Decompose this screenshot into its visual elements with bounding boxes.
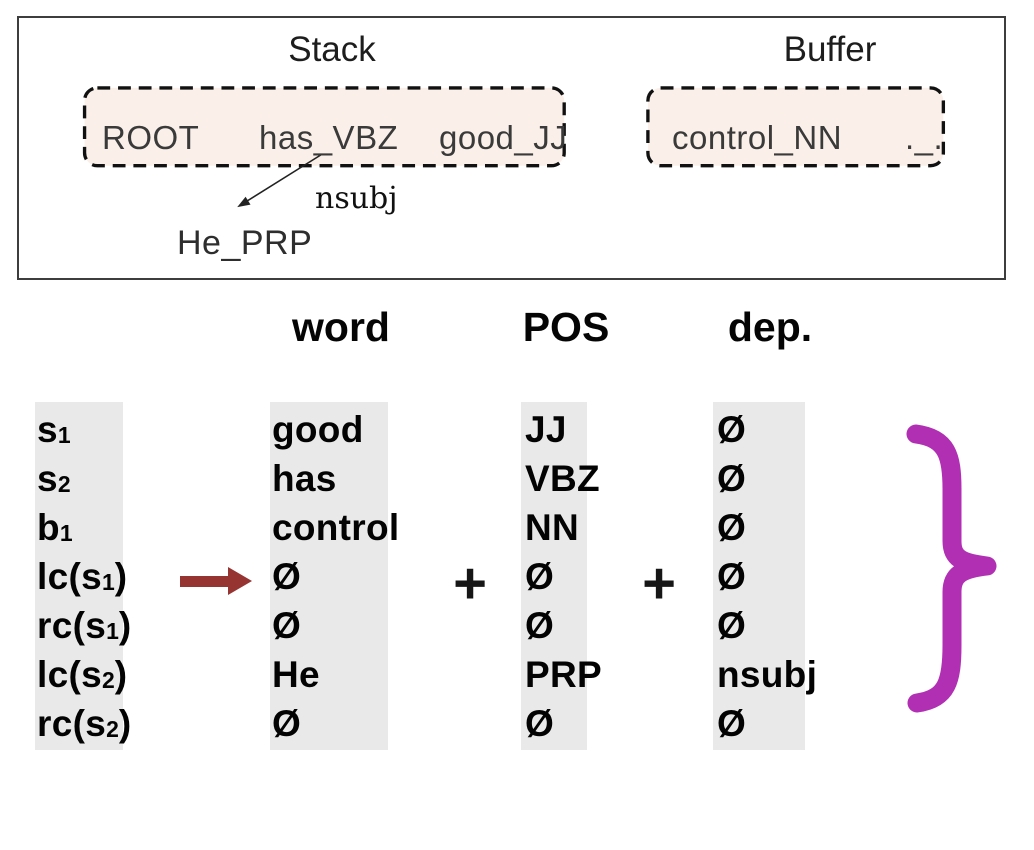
- column-header-pos: POS: [522, 304, 610, 350]
- pos-cell: VBZ: [525, 458, 600, 499]
- pos-cell: PRP: [525, 654, 602, 695]
- dep-cell: Ø: [717, 507, 747, 548]
- word-column-bg: [270, 402, 388, 750]
- row-label: b1: [37, 507, 73, 548]
- stack-token-root: ROOT: [102, 119, 200, 156]
- dependent-token-he: He_PRP: [177, 224, 313, 262]
- column-header-word: word: [292, 304, 390, 350]
- arc-label-nsubj: nsubj: [315, 181, 398, 216]
- parser-state-figure: Stack Buffer ROOT has_VBZ good_JJ contro…: [17, 16, 1006, 280]
- word-cell: good: [272, 409, 364, 450]
- word-cell: Ø: [272, 605, 302, 646]
- word-cell: has: [272, 458, 337, 499]
- row-label: rc(s2): [37, 703, 132, 744]
- row-label: s1: [37, 409, 71, 450]
- pos-cell: NN: [525, 507, 580, 548]
- table-row: lc(s2) He PRP nsubj: [0, 651, 1034, 699]
- buffer-label: Buffer: [783, 30, 877, 69]
- row-label: rc(s1): [37, 605, 132, 646]
- buffer-box: [646, 86, 946, 168]
- stack-box: [82, 86, 566, 168]
- table-row: lc(s1) Ø Ø Ø: [0, 553, 1034, 601]
- dep-column-bg: [713, 402, 805, 750]
- table-row: b1 control NN Ø: [0, 504, 1034, 552]
- nsubj-arc-line: [241, 154, 322, 205]
- pos-cell: Ø: [525, 556, 555, 597]
- figure-shapes: [82, 86, 946, 208]
- dep-cell: nsubj: [717, 654, 818, 695]
- dep-cell: Ø: [717, 409, 747, 450]
- word-cell: Ø: [272, 703, 302, 744]
- table-row: s2 has VBZ Ø: [0, 455, 1034, 503]
- dep-cell: Ø: [717, 605, 747, 646]
- buffer-token-control: control_NN: [672, 119, 843, 156]
- plus-sign: +: [642, 551, 676, 616]
- buffer-token-period: ._.: [905, 119, 944, 156]
- pos-column-bg: [521, 402, 587, 750]
- dep-cell: Ø: [717, 703, 747, 744]
- label-column-bg: [35, 402, 123, 750]
- dep-cell: Ø: [717, 556, 747, 597]
- table-row: s1 good JJ Ø: [0, 406, 1034, 454]
- word-cell: Ø: [272, 556, 302, 597]
- column-header-dep: dep.: [727, 304, 813, 350]
- stack-token-has: has_VBZ: [259, 119, 399, 156]
- arc-arrowhead-icon: [237, 196, 251, 208]
- stack-token-good: good_JJ: [439, 119, 568, 156]
- dep-cell: Ø: [717, 458, 747, 499]
- stack-label: Stack: [288, 30, 376, 69]
- table-row: rc(s1) Ø Ø Ø: [0, 602, 1034, 650]
- plus-sign: +: [453, 551, 487, 616]
- word-cell: control: [272, 507, 400, 548]
- row-label: s2: [37, 458, 71, 499]
- row-label: lc(s2): [37, 654, 128, 695]
- pos-cell: Ø: [525, 703, 555, 744]
- word-cell: He: [272, 654, 320, 695]
- pos-cell: JJ: [525, 409, 567, 450]
- row-label: lc(s1): [37, 556, 128, 597]
- table-row: rc(s2) Ø Ø Ø: [0, 700, 1034, 748]
- pos-cell: Ø: [525, 605, 555, 646]
